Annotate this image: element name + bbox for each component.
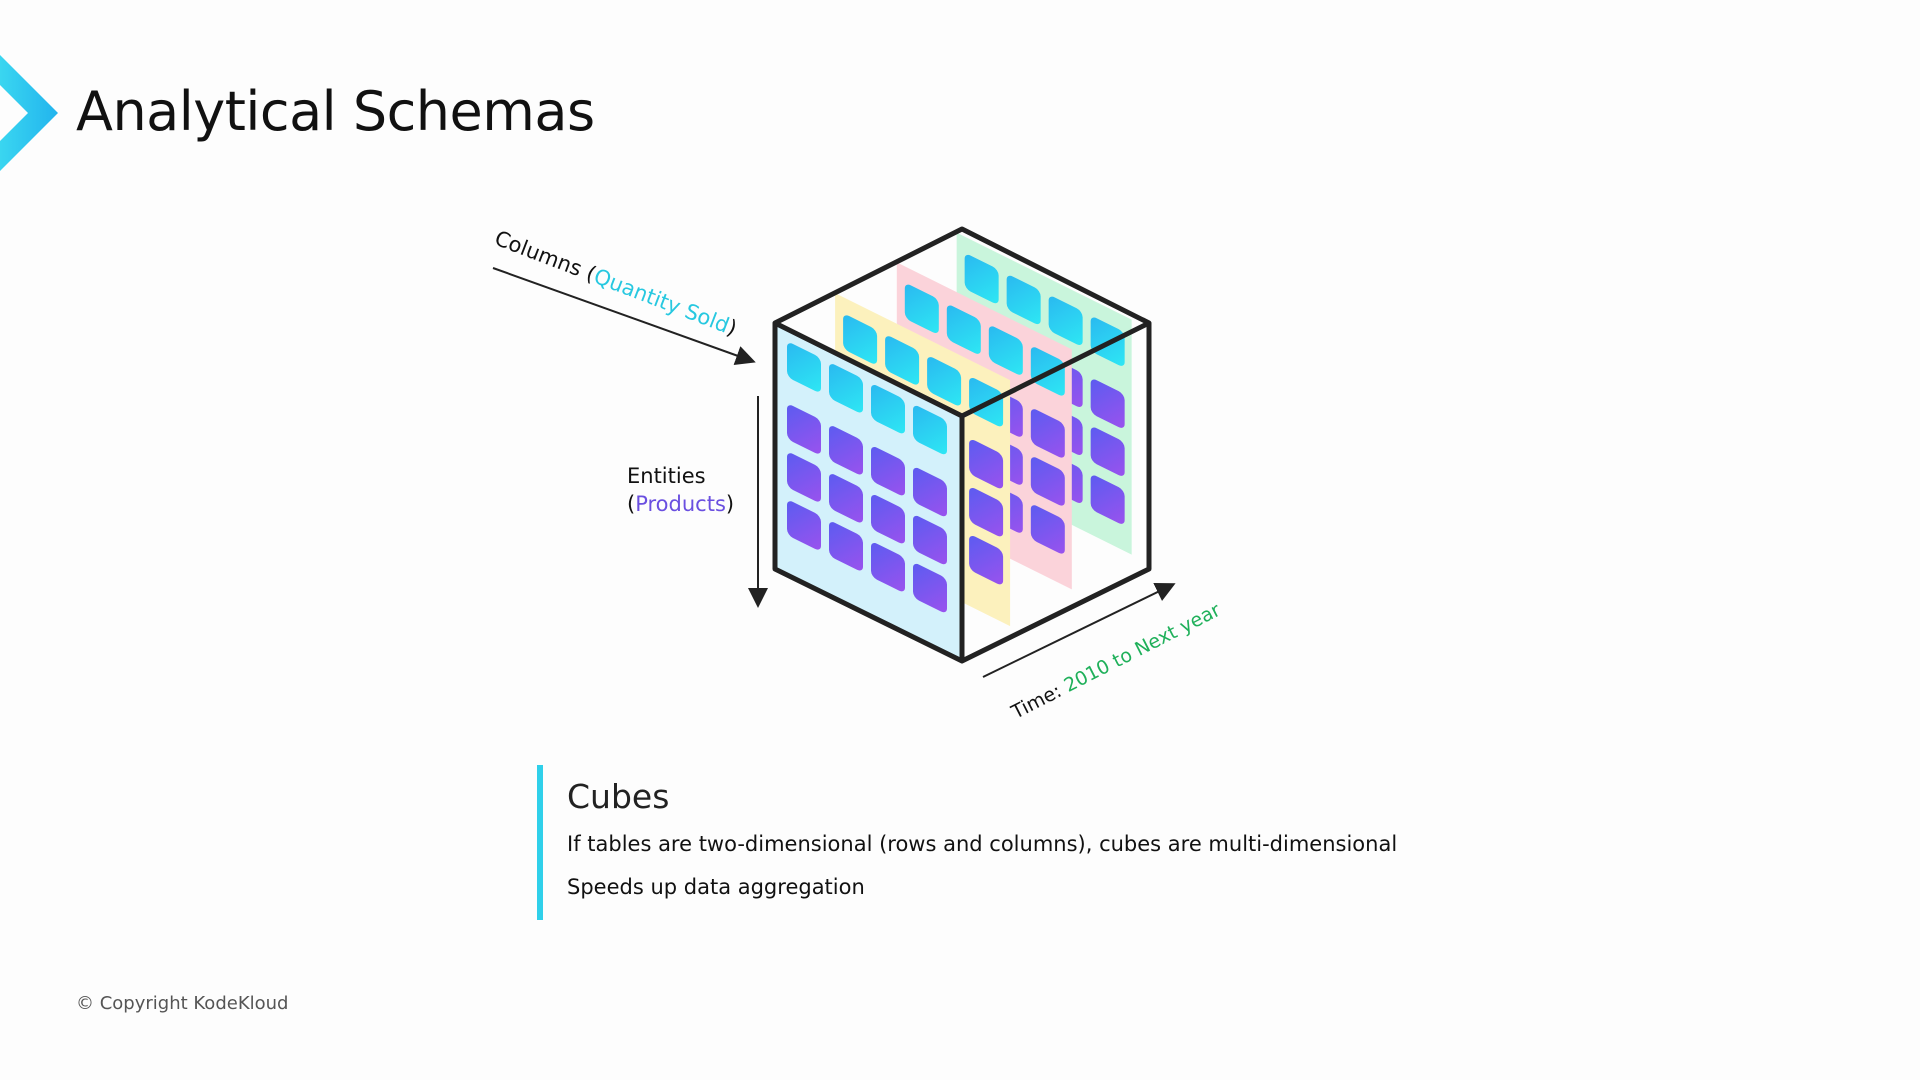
- column-cell: [1048, 296, 1083, 345]
- column-cell: [964, 254, 999, 304]
- point-text: Speeds up data aggregation: [567, 875, 865, 899]
- column-cell: [871, 384, 905, 434]
- entity-cell: [1090, 475, 1125, 524]
- column-cell: [913, 405, 947, 455]
- column-cell: [843, 315, 878, 364]
- copyright: © Copyright KodeKloud: [76, 993, 289, 1014]
- entity-cell: [1090, 379, 1125, 428]
- entity-cell: [969, 439, 1004, 489]
- column-cell: [946, 305, 981, 354]
- entity-cell: [1030, 409, 1065, 458]
- entity-cell: [913, 515, 947, 565]
- entity-cell: [787, 501, 821, 550]
- time-arrow: [982, 583, 1176, 678]
- entity-cell: [787, 453, 821, 502]
- entity-cell: [969, 535, 1004, 585]
- column-cell: [1006, 275, 1041, 325]
- column-cell: [927, 357, 962, 406]
- entity-cell: [1030, 457, 1065, 506]
- entity-cell: [829, 474, 863, 523]
- column-cell: [988, 326, 1023, 375]
- entity-cell: [913, 467, 947, 517]
- entity-cell: [787, 405, 821, 454]
- entity-cell: [913, 563, 947, 613]
- entity-cell: [969, 487, 1004, 537]
- entities-label: Entities(Products): [627, 464, 735, 516]
- column-cell: [904, 284, 939, 333]
- column-cell: [829, 364, 863, 413]
- entity-cell: [1030, 505, 1065, 554]
- column-cell: [787, 343, 821, 392]
- cube-edges: [772, 226, 1152, 664]
- entity-cell: [871, 542, 905, 592]
- entity-cell: [871, 494, 905, 544]
- accent-bar: [537, 765, 543, 920]
- point-text: If tables are two-dimensional (rows and …: [567, 832, 1398, 856]
- entity-cell: [829, 522, 863, 571]
- columns-arrow: [492, 267, 756, 366]
- chevron-right-icon: [0, 55, 58, 171]
- entity-cell: [871, 446, 905, 496]
- entity-cell: [829, 426, 863, 475]
- entity-cell: [1090, 427, 1125, 476]
- section-heading: Cubes: [567, 777, 670, 816]
- column-cell: [885, 336, 920, 385]
- page-title: Analytical Schemas: [76, 80, 595, 143]
- slice-front: [775, 323, 962, 662]
